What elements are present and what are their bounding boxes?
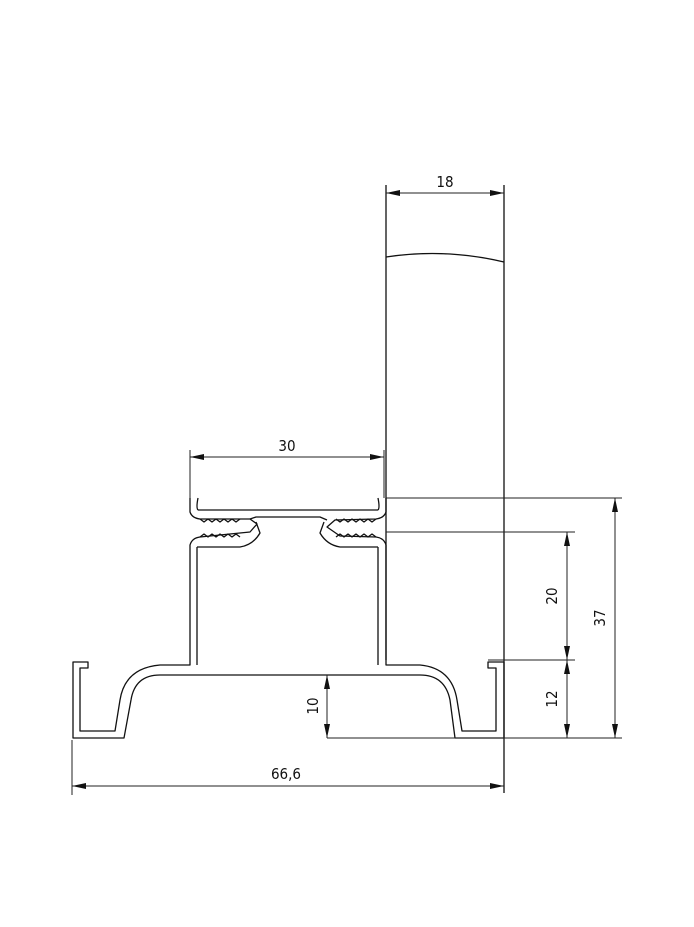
dimension-base-clearance: 10 bbox=[304, 675, 330, 738]
dimension-total-height: 37 bbox=[591, 498, 618, 738]
dimension-label: 37 bbox=[591, 609, 609, 626]
dimension-label: 20 bbox=[543, 587, 561, 604]
dimension-board-width: 18 bbox=[386, 173, 504, 196]
dimension-label: 12 bbox=[543, 690, 561, 707]
dimension-chamber-height: 20 bbox=[543, 532, 570, 660]
dimension-label: 10 bbox=[304, 697, 322, 714]
dimension-label: 18 bbox=[436, 173, 453, 191]
extension-lines bbox=[327, 497, 622, 739]
dimension-label: 30 bbox=[278, 437, 295, 455]
aluminium-profile bbox=[72, 497, 505, 739]
dimension-label: 66,6 bbox=[271, 765, 301, 783]
dimension-base-height: 12 bbox=[543, 660, 570, 738]
board-panel bbox=[385, 185, 505, 793]
dimension-overall-width: 66,6 bbox=[71, 740, 504, 795]
dimension-channel-width: 30 bbox=[189, 437, 385, 498]
